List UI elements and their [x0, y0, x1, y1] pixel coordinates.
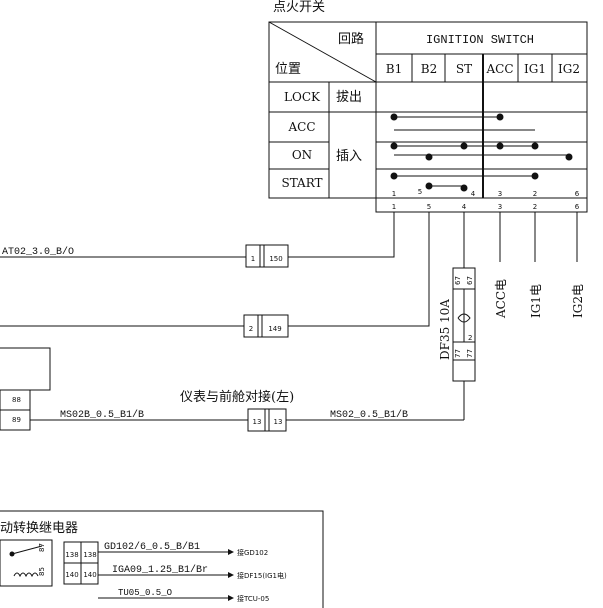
relay-pin-138b: 138: [83, 551, 96, 559]
fuse-df35: 67 67 2 77 77: [452, 267, 476, 382]
fuse-pin-77a: 77: [454, 349, 462, 358]
bottom-pin-6: 6: [575, 203, 580, 211]
relay-pin-87: 87: [38, 543, 46, 552]
relay-box: 动转换继电器 87 85 138 138 140 140 GD102/6_0.5…: [0, 510, 324, 608]
relay-pin-140b: 140: [83, 571, 96, 579]
switch-contacts: [390, 113, 573, 192]
switch-title: 点火开关: [273, 0, 325, 15]
connector-3-pin-b: 13: [274, 418, 283, 426]
action-insert: 插入: [336, 149, 362, 164]
inner-pin-4: 4: [471, 190, 476, 198]
connector-1-pin-a: 1: [251, 255, 255, 263]
col-ig1: IG1: [524, 62, 546, 76]
relay-pin-138a: 138: [65, 551, 78, 559]
connector-2: 2 149: [243, 314, 289, 338]
output-ig1: IG1电: [529, 284, 543, 318]
row-acc: ACC: [287, 120, 315, 134]
bottom-pin-5: 5: [427, 203, 431, 211]
connector-3-pin-a: 13: [253, 418, 262, 426]
fuse-pin-77b: 77: [466, 349, 474, 358]
bottom-pin-4: 4: [462, 203, 467, 211]
row-on: ON: [292, 148, 312, 162]
col-acc: ACC: [485, 62, 513, 76]
inner-pin-5: 5: [418, 188, 422, 196]
inner-pin-2: 2: [533, 190, 537, 198]
wire-tu05-label: TU05_0.5_O: [118, 588, 172, 598]
relay-target-tcu: 接TCU-05: [237, 594, 269, 603]
connector-2-pin-b: 149: [268, 325, 281, 333]
fuse-pin-2: 2: [468, 334, 472, 342]
output-acc: ACC电: [494, 279, 508, 319]
header-circuit: 回路: [338, 31, 364, 47]
ignition-switch-table: 点火开关 回路 位置 IGNITION SWITCH B1 B2 ST ACC …: [268, 0, 588, 213]
bottom-pin-1: 1: [392, 203, 396, 211]
wire-gd102-label: GD102/6_0.5_B/B1: [104, 541, 200, 553]
wire-ms02-label: MS02_0.5_B1/B: [330, 409, 408, 421]
relay-pin-140a: 140: [65, 571, 78, 579]
col-st: ST: [456, 62, 472, 76]
wire-iga09-label: IGA09_1.25_B1/Br: [112, 564, 208, 576]
col-b1: B1: [386, 62, 402, 76]
junction-label: 仪表与前舱对接(左): [180, 389, 294, 405]
left-pin-89: 89: [12, 416, 21, 424]
connector-1: 1 150: [245, 244, 289, 268]
fuse-label: DF35 10A: [438, 299, 452, 360]
bottom-pin-2: 2: [533, 203, 537, 211]
wire-at02-label: AT02_3.0_B/O: [2, 246, 74, 258]
switch-wires: [0, 212, 578, 421]
wire-ms02b-label: MS02B_0.5_B1/B: [60, 409, 144, 421]
relay-pin-85: 85: [38, 567, 46, 576]
col-ig2: IG2: [558, 62, 580, 76]
inner-pin-1: 1: [392, 190, 396, 198]
row-lock: LOCK: [284, 90, 321, 104]
bottom-pin-3: 3: [498, 203, 502, 211]
left-connector: 88 89: [0, 347, 51, 431]
left-pin-88: 88: [12, 396, 21, 404]
connector-3: 13 13: [247, 408, 287, 432]
relay-target-df15: 接DF15(IG1电): [237, 571, 287, 580]
connector-1-pin-b: 150: [269, 255, 282, 263]
row-start: START: [281, 176, 322, 190]
header-ignition-switch: IGNITION SWITCH: [426, 33, 534, 47]
relay-target-gd102: 接GD102: [237, 548, 268, 557]
inner-pin-6: 6: [575, 190, 580, 198]
connector-2-pin-a: 2: [249, 325, 253, 333]
action-remove: 拔出: [336, 90, 362, 105]
output-ig2: IG2电: [571, 284, 585, 318]
fuse-pin-67a: 67: [454, 276, 462, 285]
relay-title: 动转换继电器: [0, 521, 78, 536]
inner-pin-3: 3: [498, 190, 502, 198]
header-position: 位置: [275, 62, 301, 77]
col-b2: B2: [421, 62, 437, 76]
fuse-pin-67b: 67: [466, 276, 474, 285]
